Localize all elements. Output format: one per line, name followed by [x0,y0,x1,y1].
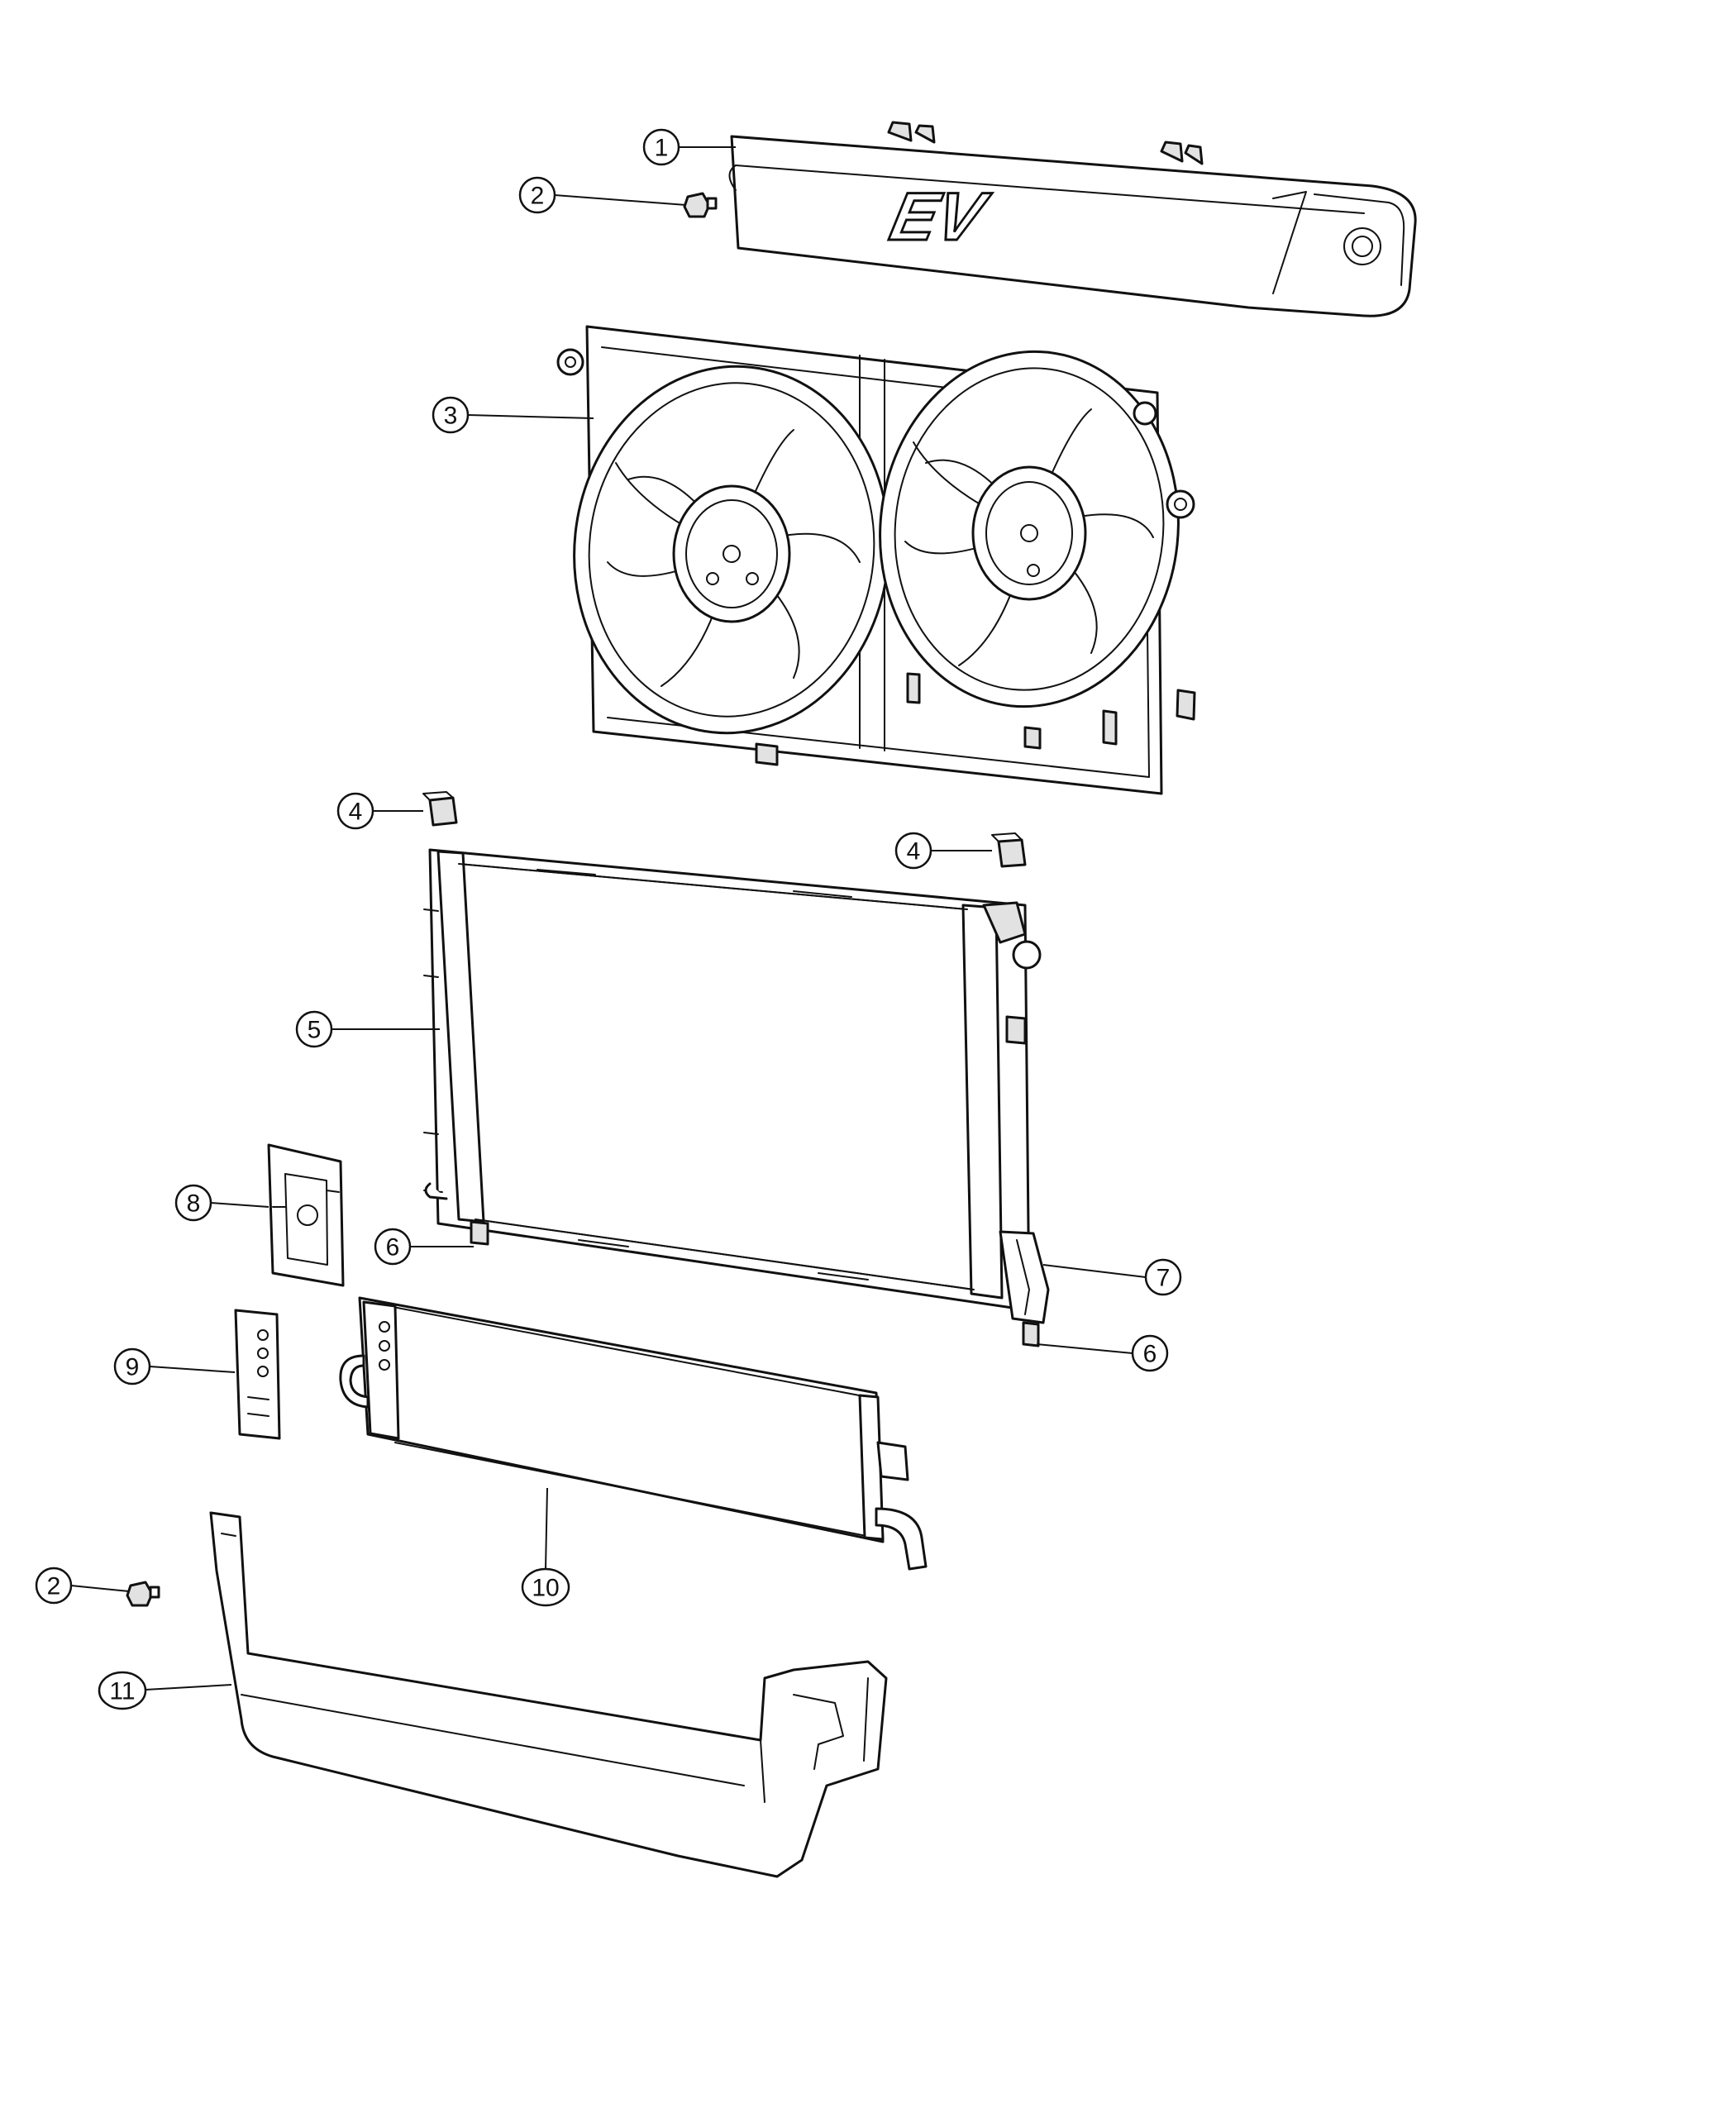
callout-4-left: 4 [336,792,374,830]
svg-text:5: 5 [308,1017,322,1044]
cooler-bracket [234,1309,281,1440]
callout-1: 1 [642,128,680,166]
svg-text:1: 1 [655,135,669,162]
radiator [423,848,1042,1312]
svg-text:11: 11 [109,1678,135,1705]
lower-isolator-right [1022,1321,1040,1347]
callout-5: 5 [295,1010,333,1048]
upper-shroud-cover: EV [728,121,1417,317]
isolator-clip-right [991,832,1027,868]
radiator-drain-bracket [999,1230,1050,1324]
callout-6-left: 6 [374,1228,412,1266]
callout-9: 9 [113,1347,151,1385]
callout-2-lower: 2 [35,1567,73,1605]
bolt-lower [126,1581,160,1607]
leader-lines [70,146,1147,1691]
lower-isolator-left [470,1220,489,1246]
lower-air-deflector [209,1511,888,1878]
bolt-upper [683,192,718,218]
callout-11: 11 [98,1671,147,1710]
callout-10: 10 [521,1567,570,1607]
svg-text:9: 9 [126,1354,140,1381]
callout-3: 3 [432,396,470,434]
svg-text:4: 4 [907,838,921,866]
mounting-bracket [267,1143,345,1287]
callout-6-right: 6 [1131,1334,1169,1372]
svg-text:6: 6 [386,1234,400,1261]
svg-text:6: 6 [1143,1341,1157,1368]
callout-8: 8 [174,1184,212,1222]
cooling-fan-module [556,325,1196,795]
svg-text:10: 10 [532,1575,559,1602]
auxiliary-cooler [339,1296,928,1571]
callout-7: 7 [1144,1258,1182,1296]
svg-text:8: 8 [187,1190,201,1218]
isolator-clip-left [422,791,458,827]
svg-text:3: 3 [444,403,458,430]
svg-text:2: 2 [47,1573,61,1600]
callout-2-upper: 2 [518,176,556,214]
svg-text:4: 4 [349,799,363,826]
svg-text:7: 7 [1157,1265,1171,1292]
svg-text:2: 2 [531,183,545,210]
callout-4-right: 4 [894,832,932,870]
